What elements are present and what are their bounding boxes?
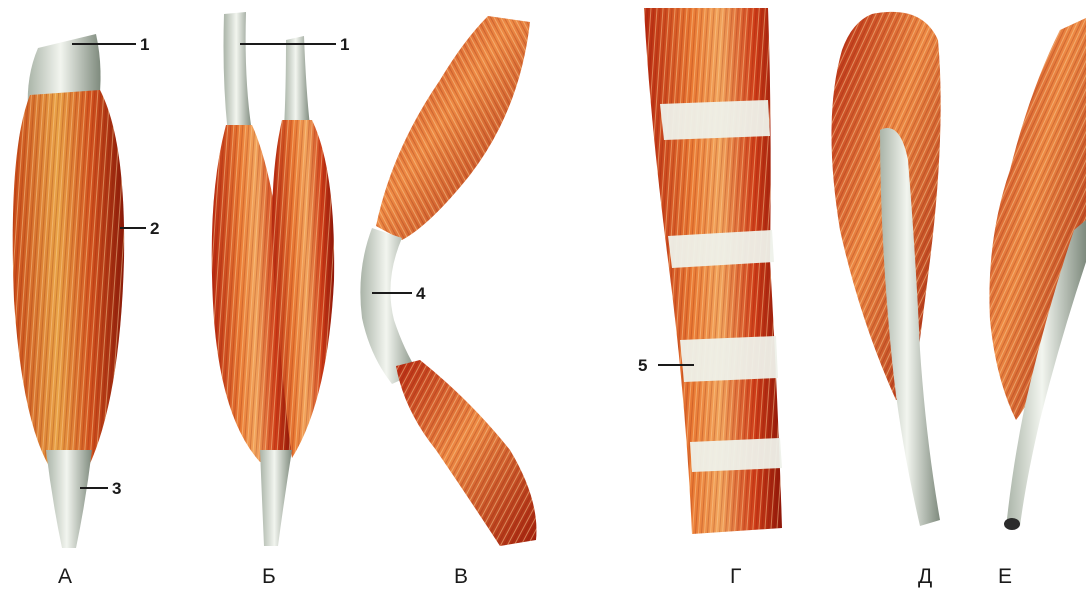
panel-letter-g: Г xyxy=(730,565,741,588)
panel-letter-a: А xyxy=(58,565,72,588)
muscle-a-fusiform xyxy=(13,34,124,548)
muscle-g-segmented xyxy=(644,8,782,534)
muscle-v-digastric xyxy=(360,16,536,546)
callout-1-a: 1 xyxy=(140,35,149,54)
muscle-e-tendon-end xyxy=(1004,518,1020,530)
muscle-b-lower-tendon xyxy=(260,450,292,546)
callout-1-b: 1 xyxy=(340,35,349,54)
panel-letter-b: Б xyxy=(262,565,276,588)
panel-letter-v: В xyxy=(454,565,468,588)
muscle-g-intersection-3 xyxy=(680,336,778,382)
muscle-b-left-tendon xyxy=(224,12,253,134)
muscle-a-lower-tendon xyxy=(46,450,92,548)
panel-letter-e: Е xyxy=(998,565,1012,588)
muscle-v-middle-tendon xyxy=(360,228,418,384)
muscle-e xyxy=(989,18,1086,530)
callout-5: 5 xyxy=(638,356,647,375)
panel-letter-d: Д xyxy=(918,565,932,588)
muscle-b-two-headed xyxy=(212,12,334,546)
callout-3: 3 xyxy=(112,479,121,498)
muscle-d xyxy=(831,12,940,526)
callout-4: 4 xyxy=(416,284,426,303)
muscle-g-intersection-1 xyxy=(660,100,770,140)
muscle-g-intersection-2 xyxy=(668,230,774,268)
callout-2: 2 xyxy=(150,219,159,238)
muscle-g-intersection-4 xyxy=(690,438,782,472)
muscle-b-right-tendon xyxy=(284,36,310,128)
